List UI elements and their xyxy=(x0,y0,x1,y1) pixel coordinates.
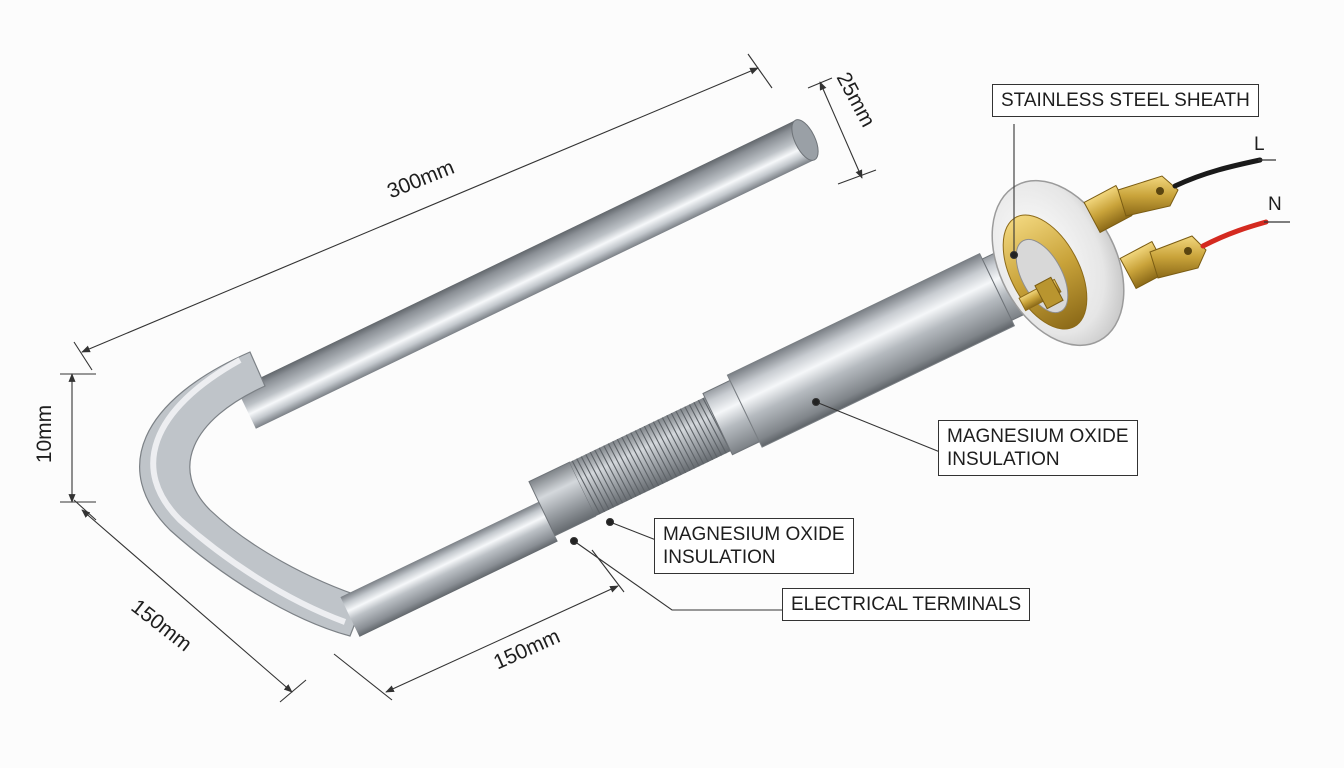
coil-winding xyxy=(585,454,615,508)
coil-winding xyxy=(670,412,700,467)
label-terminals-text: ELECTRICAL TERMINALS xyxy=(791,594,1022,615)
coil-winding xyxy=(612,441,642,495)
dim-line-side-length xyxy=(81,509,293,693)
threaded-stud xyxy=(1018,276,1064,312)
coil-winding xyxy=(666,415,696,469)
coil-winding xyxy=(639,428,669,482)
dim-ext-diameter-bottom xyxy=(837,169,877,185)
dim-ext-bottom-right xyxy=(591,549,625,593)
wire-label-live: L xyxy=(1254,134,1265,155)
dim-ext-side-top xyxy=(73,499,97,521)
leader-sheath-dot xyxy=(1009,250,1019,260)
sleeve xyxy=(528,461,597,537)
dim-ext-top-right xyxy=(747,53,773,89)
label-insulation-lower-line2: INSULATION xyxy=(663,547,776,568)
coil-winding xyxy=(684,406,714,461)
coil-winding xyxy=(607,443,637,497)
leader-terminals-dot xyxy=(569,536,579,546)
terminal-neutral xyxy=(1119,235,1207,290)
coil-winding xyxy=(616,438,646,493)
coil-winding xyxy=(603,445,633,500)
leader-insulation-lower xyxy=(609,521,657,541)
coil-winding xyxy=(697,399,727,454)
leader-insulation-upper xyxy=(815,401,941,453)
coil-winding xyxy=(621,436,651,491)
coil-winding xyxy=(630,432,660,487)
leader-terminals xyxy=(573,540,782,611)
coil-winding xyxy=(594,449,624,504)
label-insulation-upper-line2: INSULATION xyxy=(947,449,1060,470)
coil-winding xyxy=(688,404,718,458)
dim-text-bend-height: 10mm xyxy=(33,404,57,464)
coil-winding xyxy=(625,434,655,489)
dim-ext-diameter-top xyxy=(807,77,833,89)
coil-winding xyxy=(661,417,691,471)
label-electrical-terminals: ELECTRICAL TERMINALS xyxy=(782,588,1031,621)
lower-arm xyxy=(340,501,558,637)
leader-insulation-upper-dot xyxy=(811,397,821,407)
tube-bend xyxy=(139,351,366,637)
dim-line-top-length xyxy=(81,67,759,353)
coil-winding xyxy=(634,430,664,484)
label-magnesium-oxide-lower: MAGNESIUM OXIDE INSULATION xyxy=(654,518,854,574)
coil-winding xyxy=(589,451,619,506)
wire-live xyxy=(1172,157,1263,189)
lower-arm-tube xyxy=(340,501,558,637)
coil-winding xyxy=(580,456,610,510)
coil-winding xyxy=(675,410,705,465)
dim-ext-bottom-left xyxy=(333,653,393,701)
coil-winding xyxy=(648,423,678,478)
coil-winding xyxy=(576,458,606,513)
leader-insulation-lower-dot xyxy=(605,517,615,527)
wire-label-neutral: N xyxy=(1268,194,1282,215)
label-magnesium-oxide-upper: MAGNESIUM OXIDE INSULATION xyxy=(938,420,1138,476)
label-insulation-upper-line1: MAGNESIUM OXIDE xyxy=(947,426,1129,447)
label-sheath-text: STAINLESS STEEL SHEATH xyxy=(1001,90,1250,111)
heater-body xyxy=(528,229,1061,537)
coil-winding xyxy=(571,460,601,515)
terminal-live xyxy=(1083,175,1179,234)
coil-winding xyxy=(652,421,682,476)
dim-ext-top-left xyxy=(73,341,93,371)
dim-line-bottom-length xyxy=(385,585,619,693)
label-insulation-lower-line1: MAGNESIUM OXIDE xyxy=(663,524,845,545)
dim-line-diameter xyxy=(819,81,863,179)
coil-winding xyxy=(657,419,687,474)
main-cylinder xyxy=(726,252,1016,448)
dim-ext-side-bottom xyxy=(279,679,307,703)
coil-windings xyxy=(571,397,732,515)
leader-lines xyxy=(569,124,1019,611)
tube-end-cap xyxy=(791,119,819,161)
wire-neutral xyxy=(1200,219,1269,249)
coil-winding xyxy=(679,408,709,463)
coil-winding xyxy=(643,425,673,480)
coil-winding xyxy=(598,447,628,502)
label-stainless-steel-sheath: STAINLESS STEEL SHEATH xyxy=(992,84,1259,117)
coil-winding xyxy=(693,402,723,456)
